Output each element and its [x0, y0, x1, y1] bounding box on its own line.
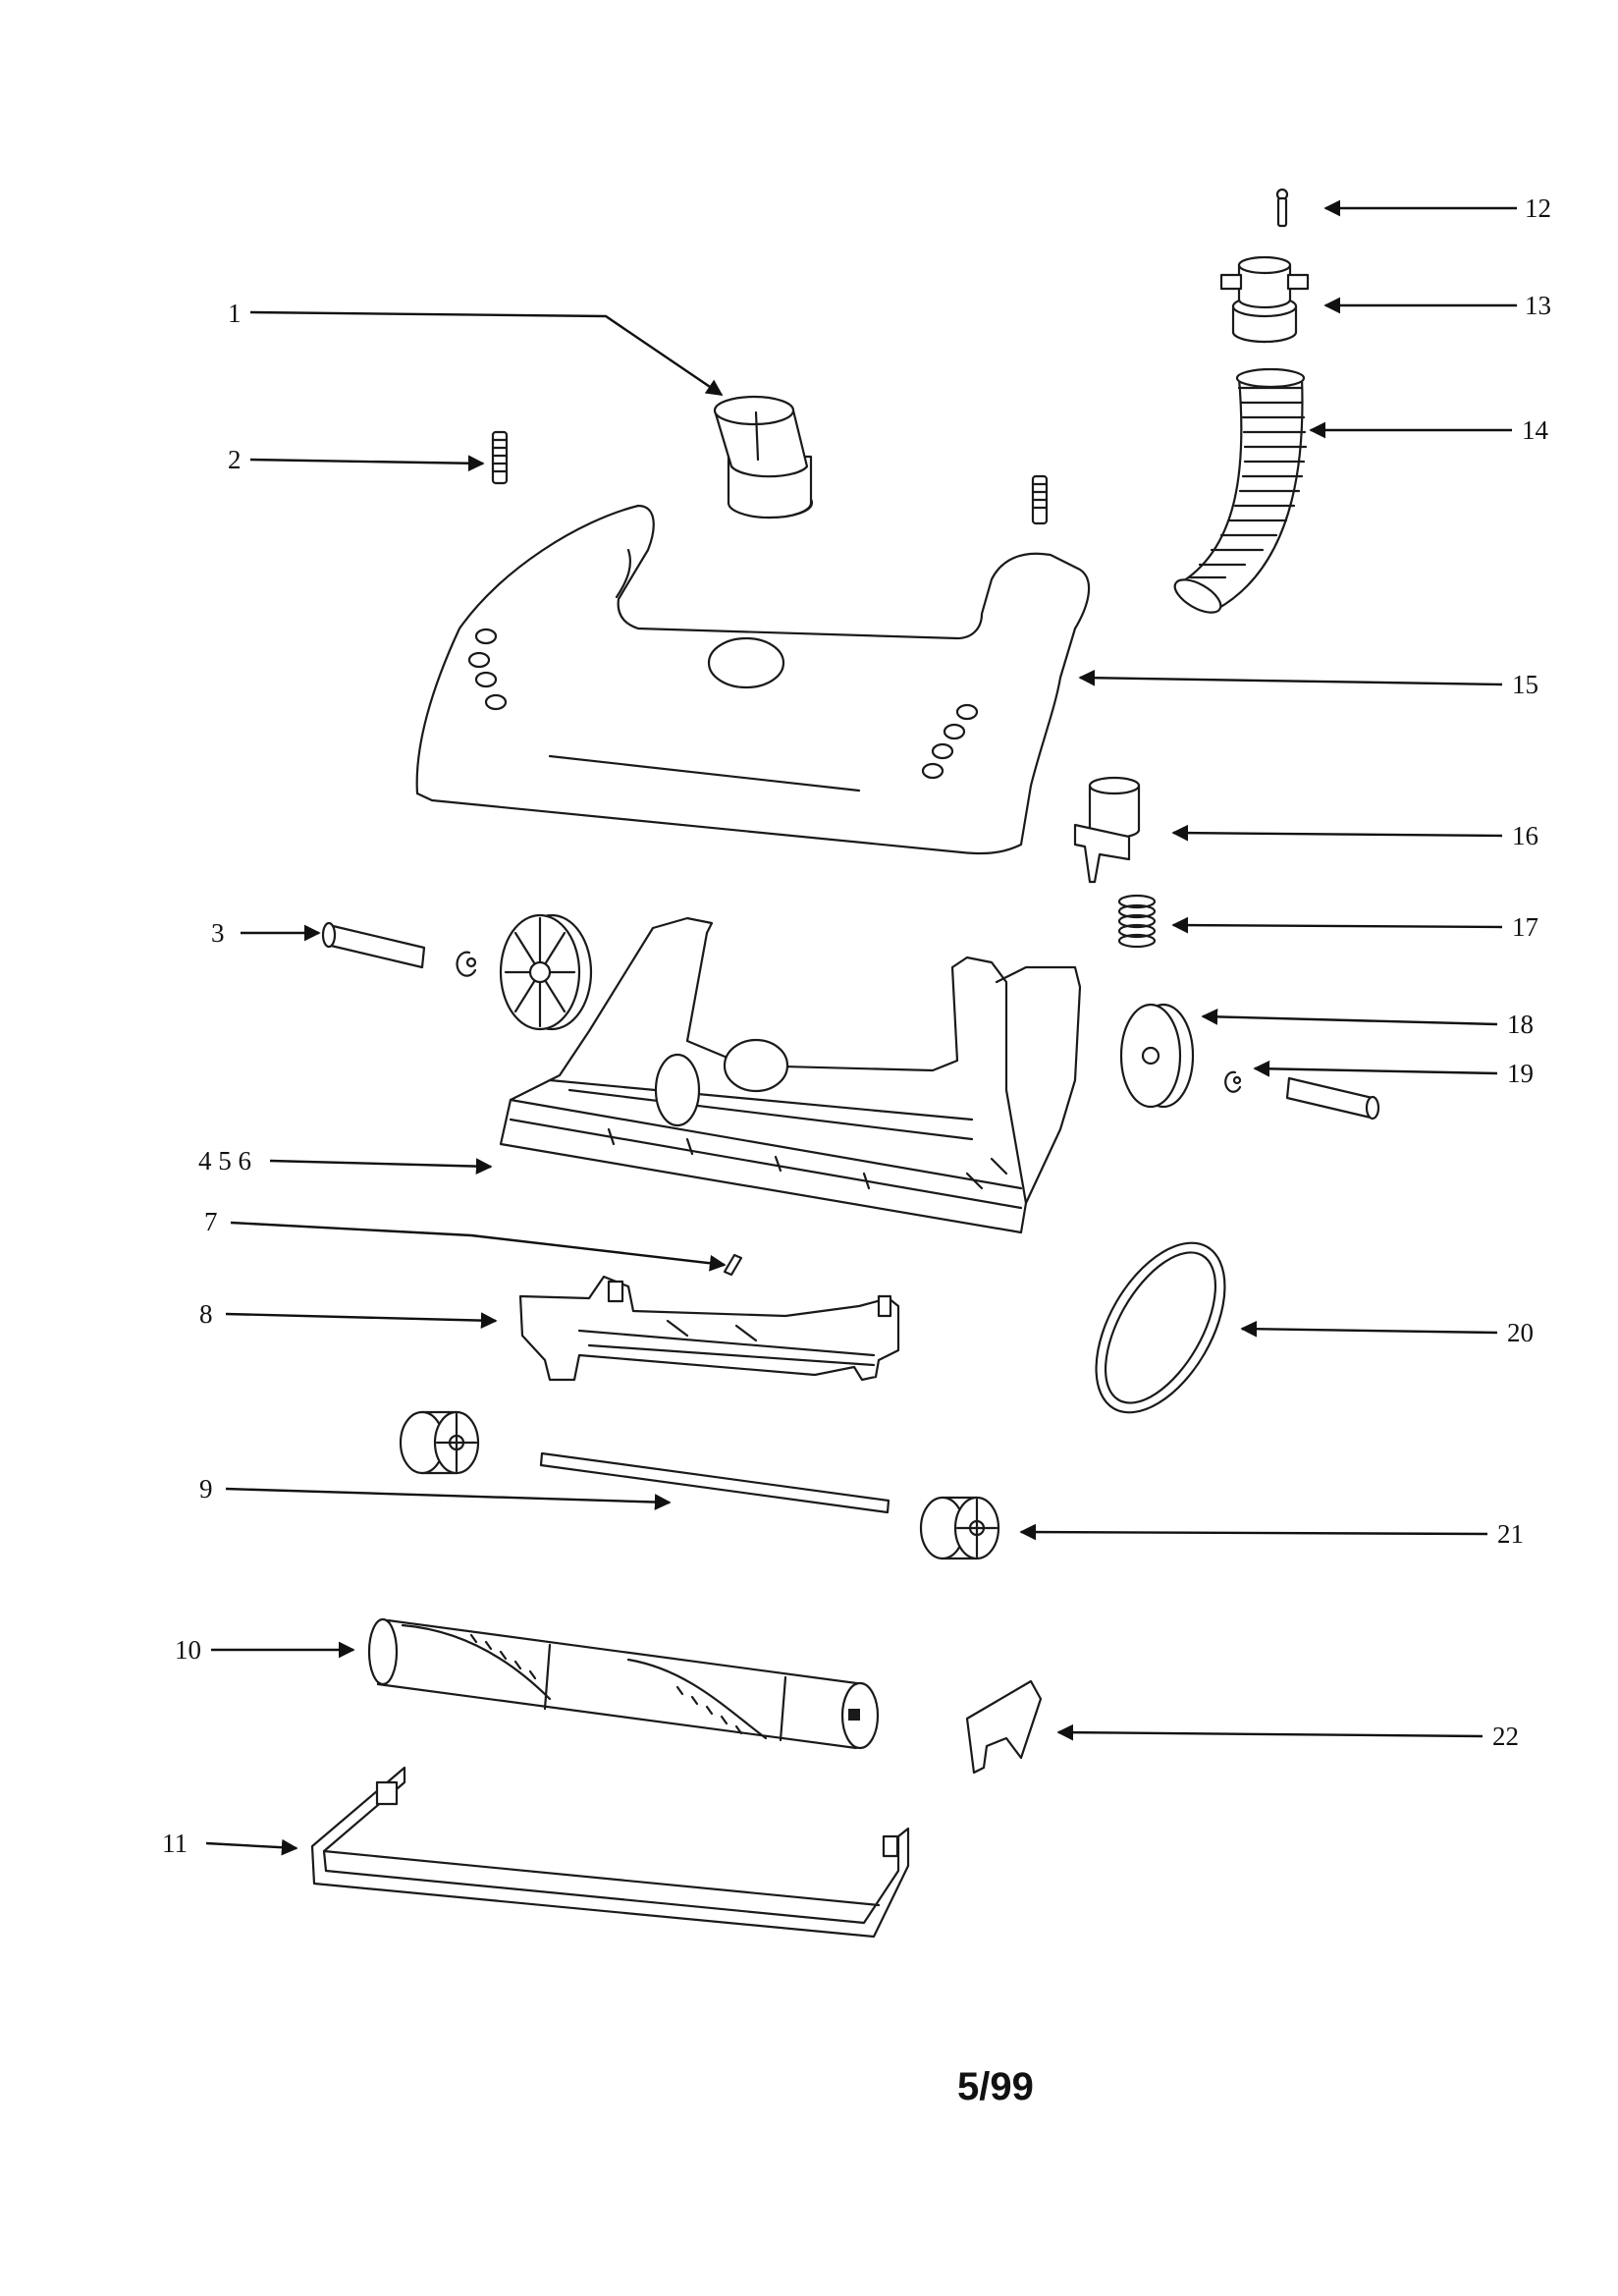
- part-19-clip: [1224, 1070, 1242, 1093]
- part-1-hose-adapter: [713, 395, 814, 519]
- part-12-screw: [1275, 188, 1289, 228]
- part-7-screw: [723, 1253, 743, 1277]
- callout-15: 15: [1512, 670, 1538, 699]
- callout-18: 18: [1507, 1010, 1534, 1039]
- callout-20: 20: [1507, 1318, 1534, 1347]
- callout-17: 17: [1512, 912, 1538, 942]
- part-8-bracket: [518, 1275, 900, 1382]
- leader-lines: [205, 199, 1517, 1856]
- front-wheel-left: [399, 1410, 480, 1475]
- part-13-hose-coupling: [1219, 255, 1310, 344]
- callout-11: 11: [162, 1829, 188, 1858]
- callout-19: 19: [1507, 1059, 1534, 1088]
- part-3-axle: [321, 921, 426, 969]
- callout-14: 14: [1522, 415, 1549, 445]
- rear-wheel-left: [499, 913, 593, 1031]
- callout-12: 12: [1525, 193, 1551, 223]
- callout-7: 7: [204, 1207, 218, 1236]
- callout-8: 8: [199, 1299, 213, 1329]
- part-22-clip: [965, 1679, 1043, 1775]
- part-15-hood: [415, 504, 1091, 855]
- callout-13: 13: [1525, 291, 1551, 320]
- callout-2: 2: [228, 445, 242, 474]
- callout-10: 10: [175, 1635, 201, 1665]
- callout-3: 3: [211, 918, 225, 948]
- callout-22: 22: [1492, 1722, 1519, 1751]
- part-17-spring: [1117, 894, 1157, 949]
- axle-clip-left: [456, 951, 477, 977]
- part-11-bumper: [310, 1766, 910, 1939]
- callout-9: 9: [199, 1474, 213, 1503]
- part-20-belt: [1095, 1241, 1226, 1414]
- callout-1: 1: [228, 299, 242, 328]
- part-21-wheel: [919, 1496, 1000, 1560]
- callout-16: 16: [1512, 821, 1538, 850]
- callout-21: 21: [1497, 1519, 1524, 1549]
- callout-456: 4 5 6: [198, 1146, 251, 1175]
- part-10-brushroll: [367, 1617, 880, 1750]
- date-code: 5/99: [957, 2065, 1034, 2108]
- part-9-rod: [539, 1451, 890, 1514]
- part-14-hose: [1173, 367, 1308, 614]
- part-2-spring: [491, 430, 509, 485]
- part-16-latch: [1073, 776, 1141, 884]
- hood-spring: [1031, 474, 1049, 525]
- part-18-wheel: [1119, 1003, 1195, 1109]
- part-456-base: [499, 916, 1082, 1234]
- axle-right: [1285, 1076, 1380, 1121]
